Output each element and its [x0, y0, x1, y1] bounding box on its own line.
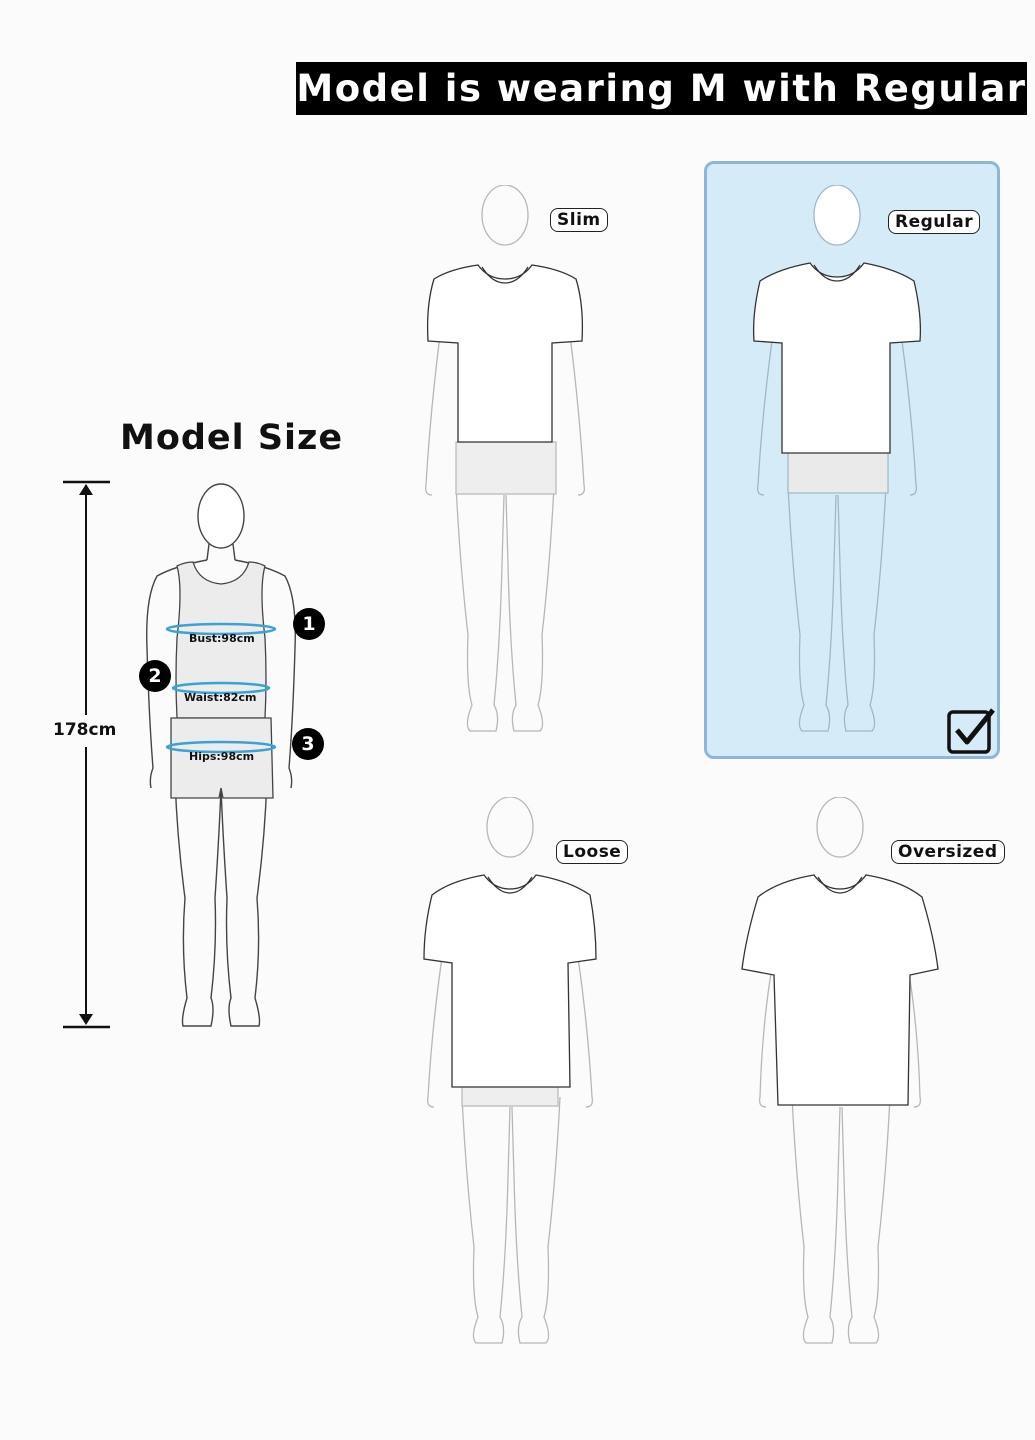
waist-label: Waist:82cm	[184, 691, 257, 704]
height-label: 178cm	[53, 720, 117, 740]
waist-number-badge: 2	[139, 660, 171, 692]
oversized-fit-figure	[741, 797, 939, 1344]
bust-number-badge: 1	[293, 608, 325, 640]
loose-fit-figure	[423, 797, 597, 1344]
height-ruler	[63, 480, 110, 1029]
fit-tag-slim: Slim	[550, 208, 608, 232]
banner-text: Model is wearing M with Regular	[296, 67, 1027, 110]
regular-fit-figure	[752, 185, 922, 732]
header-banner: Model is wearing M with Regular	[296, 62, 1027, 115]
checkbox-checked-icon	[947, 708, 995, 754]
fit-tag-loose: Loose	[556, 840, 629, 864]
bust-label: Bust:98cm	[189, 632, 255, 645]
hips-label: Hips:98cm	[189, 750, 255, 763]
fit-tag-regular: Regular	[888, 210, 981, 234]
model-size-title: Model Size	[120, 418, 344, 458]
slim-fit-figure	[424, 185, 586, 732]
hips-number-badge: 3	[292, 728, 324, 760]
fit-tag-oversized: Oversized	[891, 840, 1005, 864]
model-figure	[146, 483, 296, 1027]
